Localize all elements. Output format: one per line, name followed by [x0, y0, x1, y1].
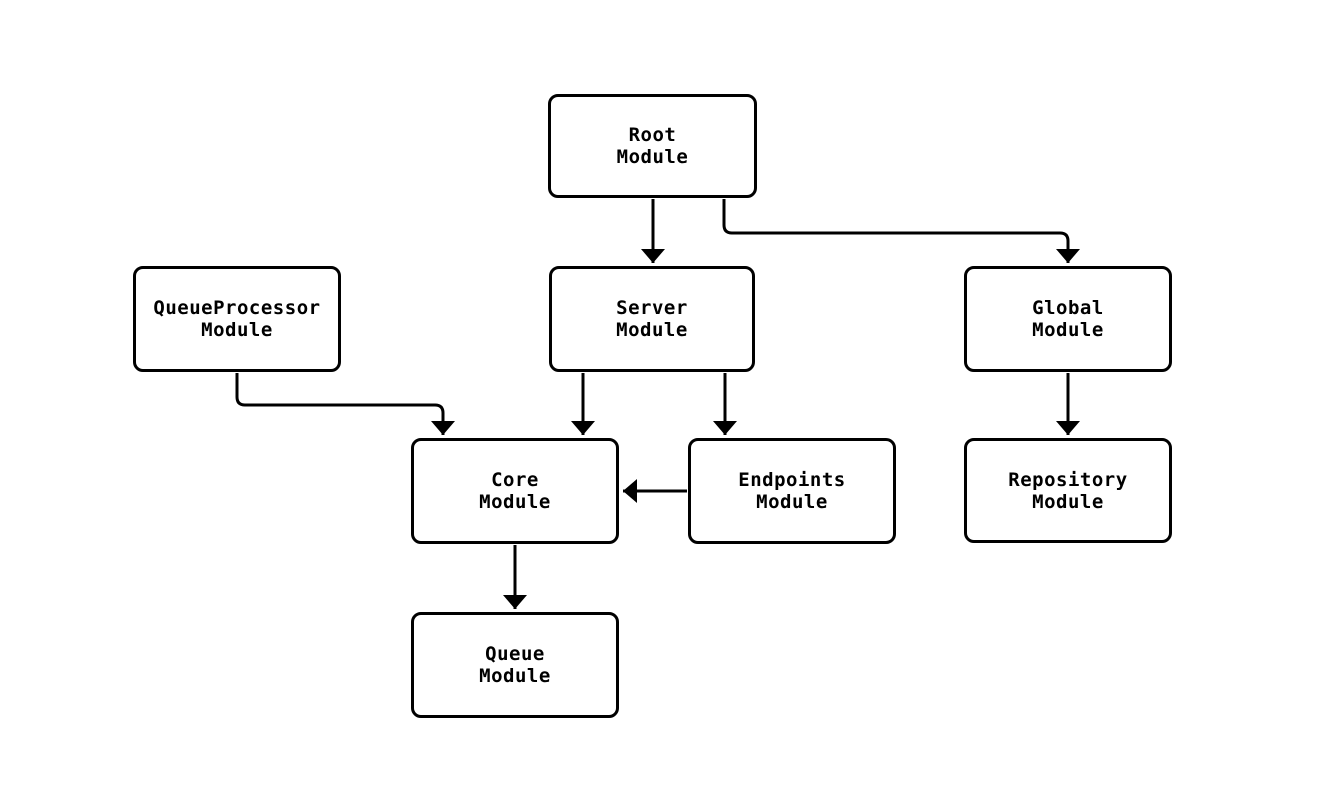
- node-root-module: Root Module: [548, 94, 757, 198]
- edge-root-to-global: [722, 199, 1080, 263]
- node-server-module: Server Module: [549, 266, 755, 372]
- edge-queueprocessor-to-core: [235, 373, 455, 435]
- node-endpoints-module: Endpoints Module: [688, 438, 896, 544]
- node-queueprocessor-module: QueueProcessor Module: [133, 266, 341, 372]
- node-repository-module: Repository Module: [964, 438, 1172, 543]
- node-core-module: Core Module: [411, 438, 619, 544]
- node-queue-module: Queue Module: [411, 612, 619, 718]
- node-global-module: Global Module: [964, 266, 1172, 372]
